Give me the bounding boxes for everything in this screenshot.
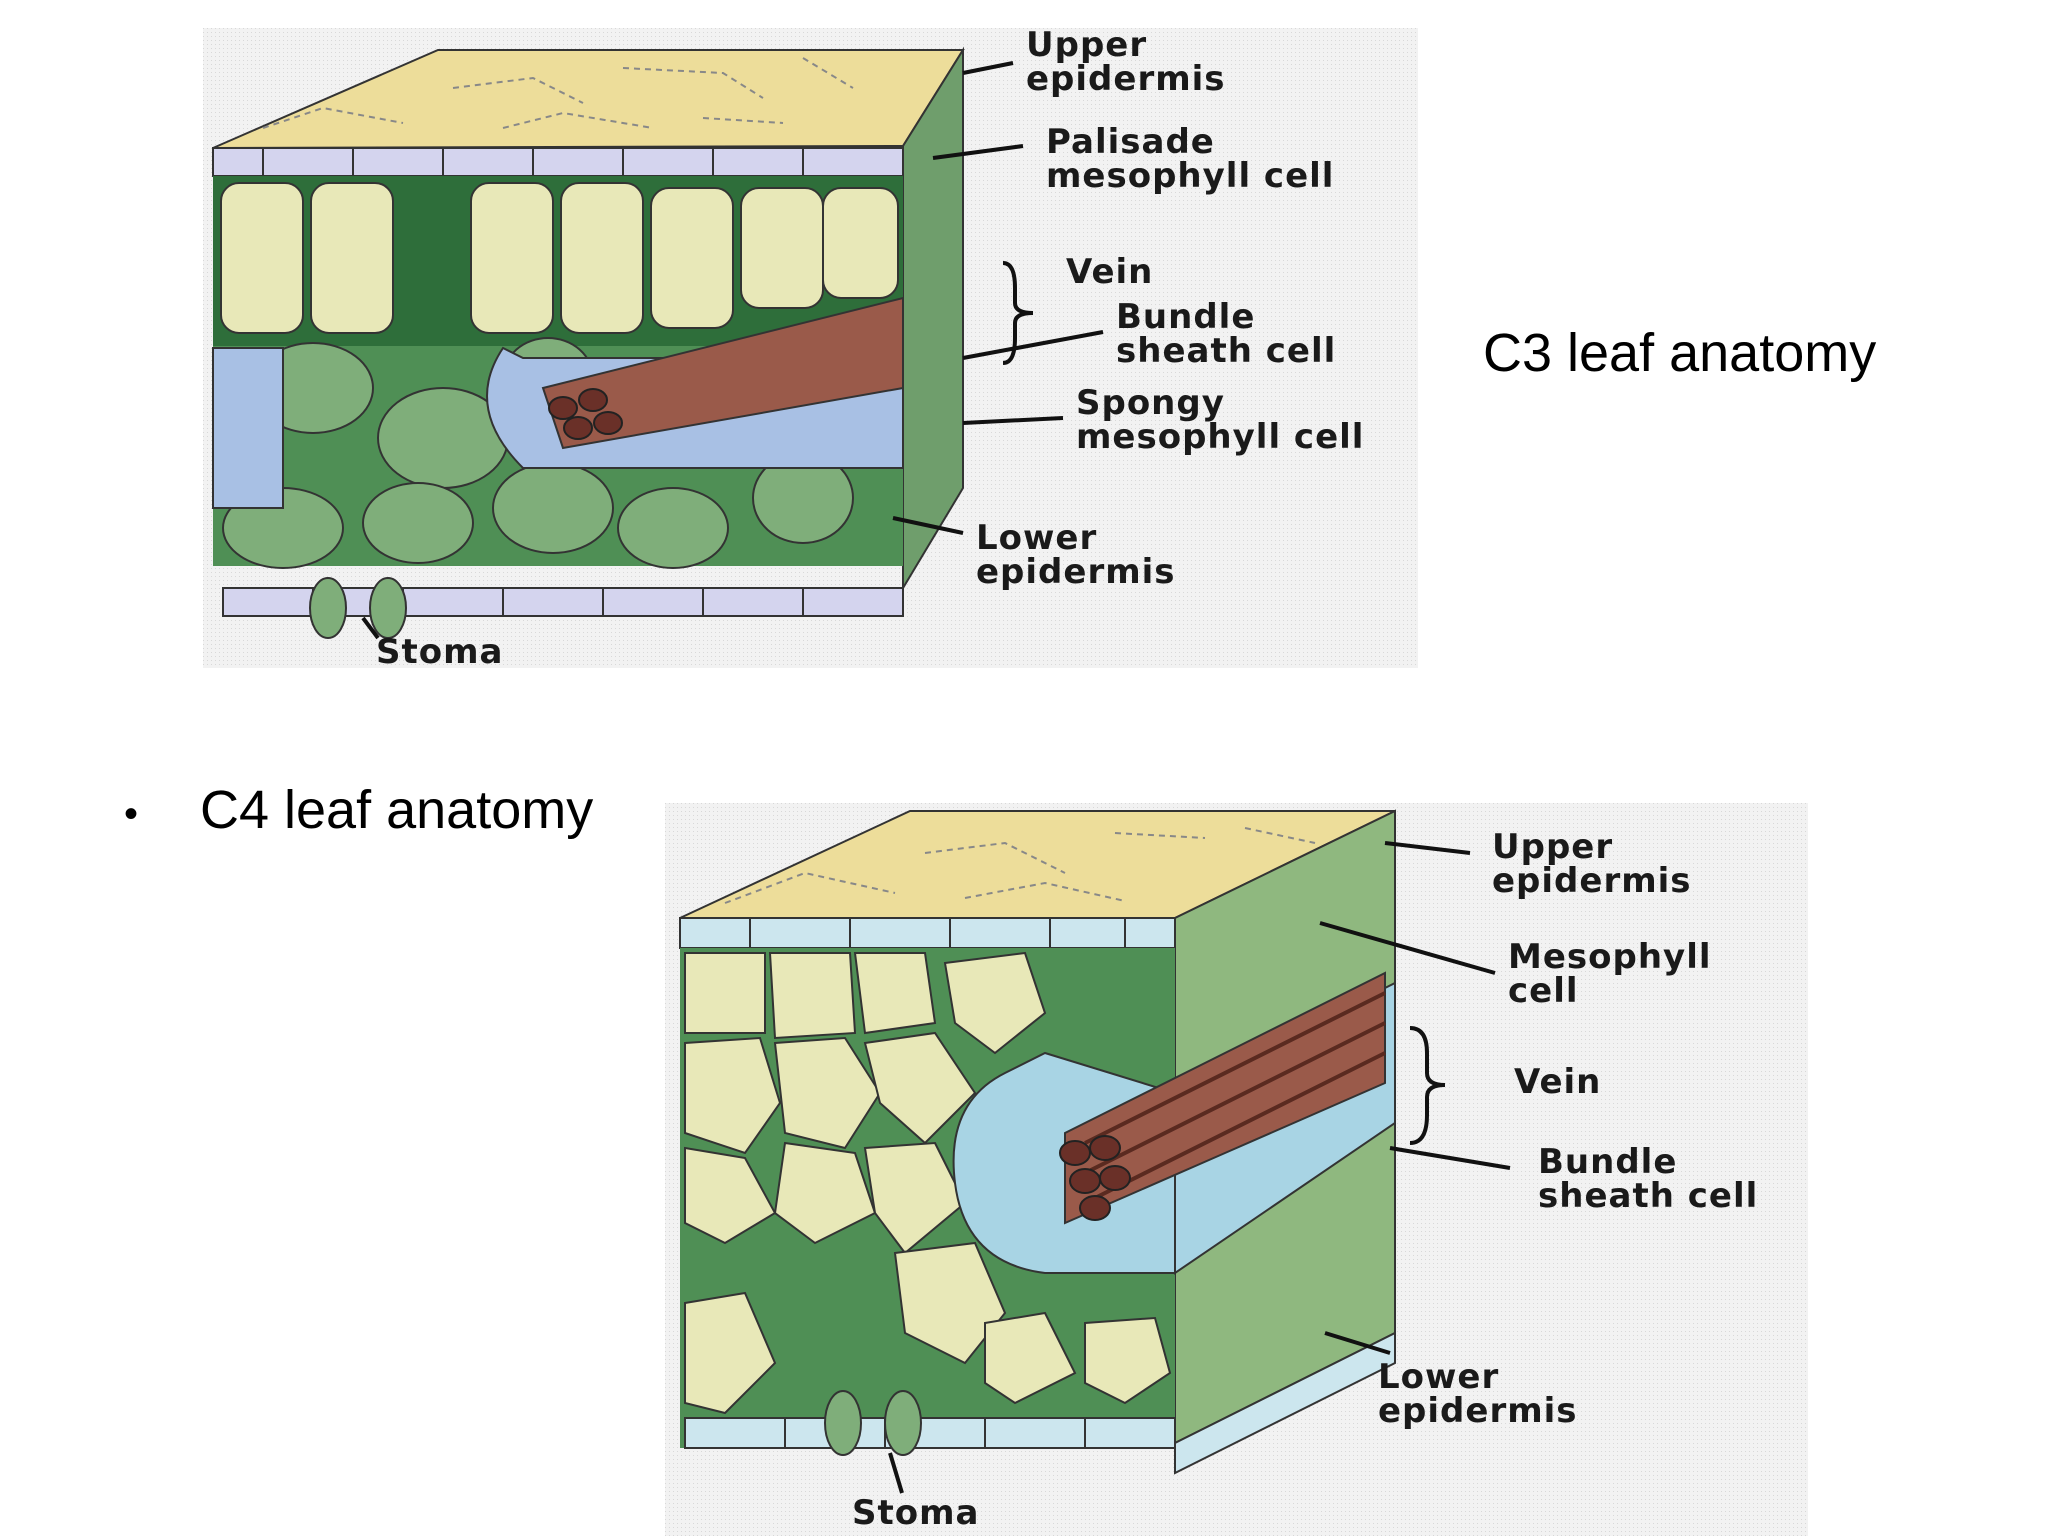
c3-label-vein: Vein xyxy=(1066,252,1154,292)
c3-leaf-illustration xyxy=(203,28,1418,668)
c4-label-stoma: Stoma xyxy=(852,1493,980,1533)
c4-title: C4 leaf anatomy xyxy=(200,780,594,840)
c4-label-vein: Vein xyxy=(1514,1062,1602,1102)
c4-bullet: • xyxy=(124,792,139,836)
c4-leaf-illustration xyxy=(665,803,1808,1536)
c3-title: C3 leaf anatomy xyxy=(1483,323,1877,383)
c3-label-stoma: Stoma xyxy=(376,632,504,672)
